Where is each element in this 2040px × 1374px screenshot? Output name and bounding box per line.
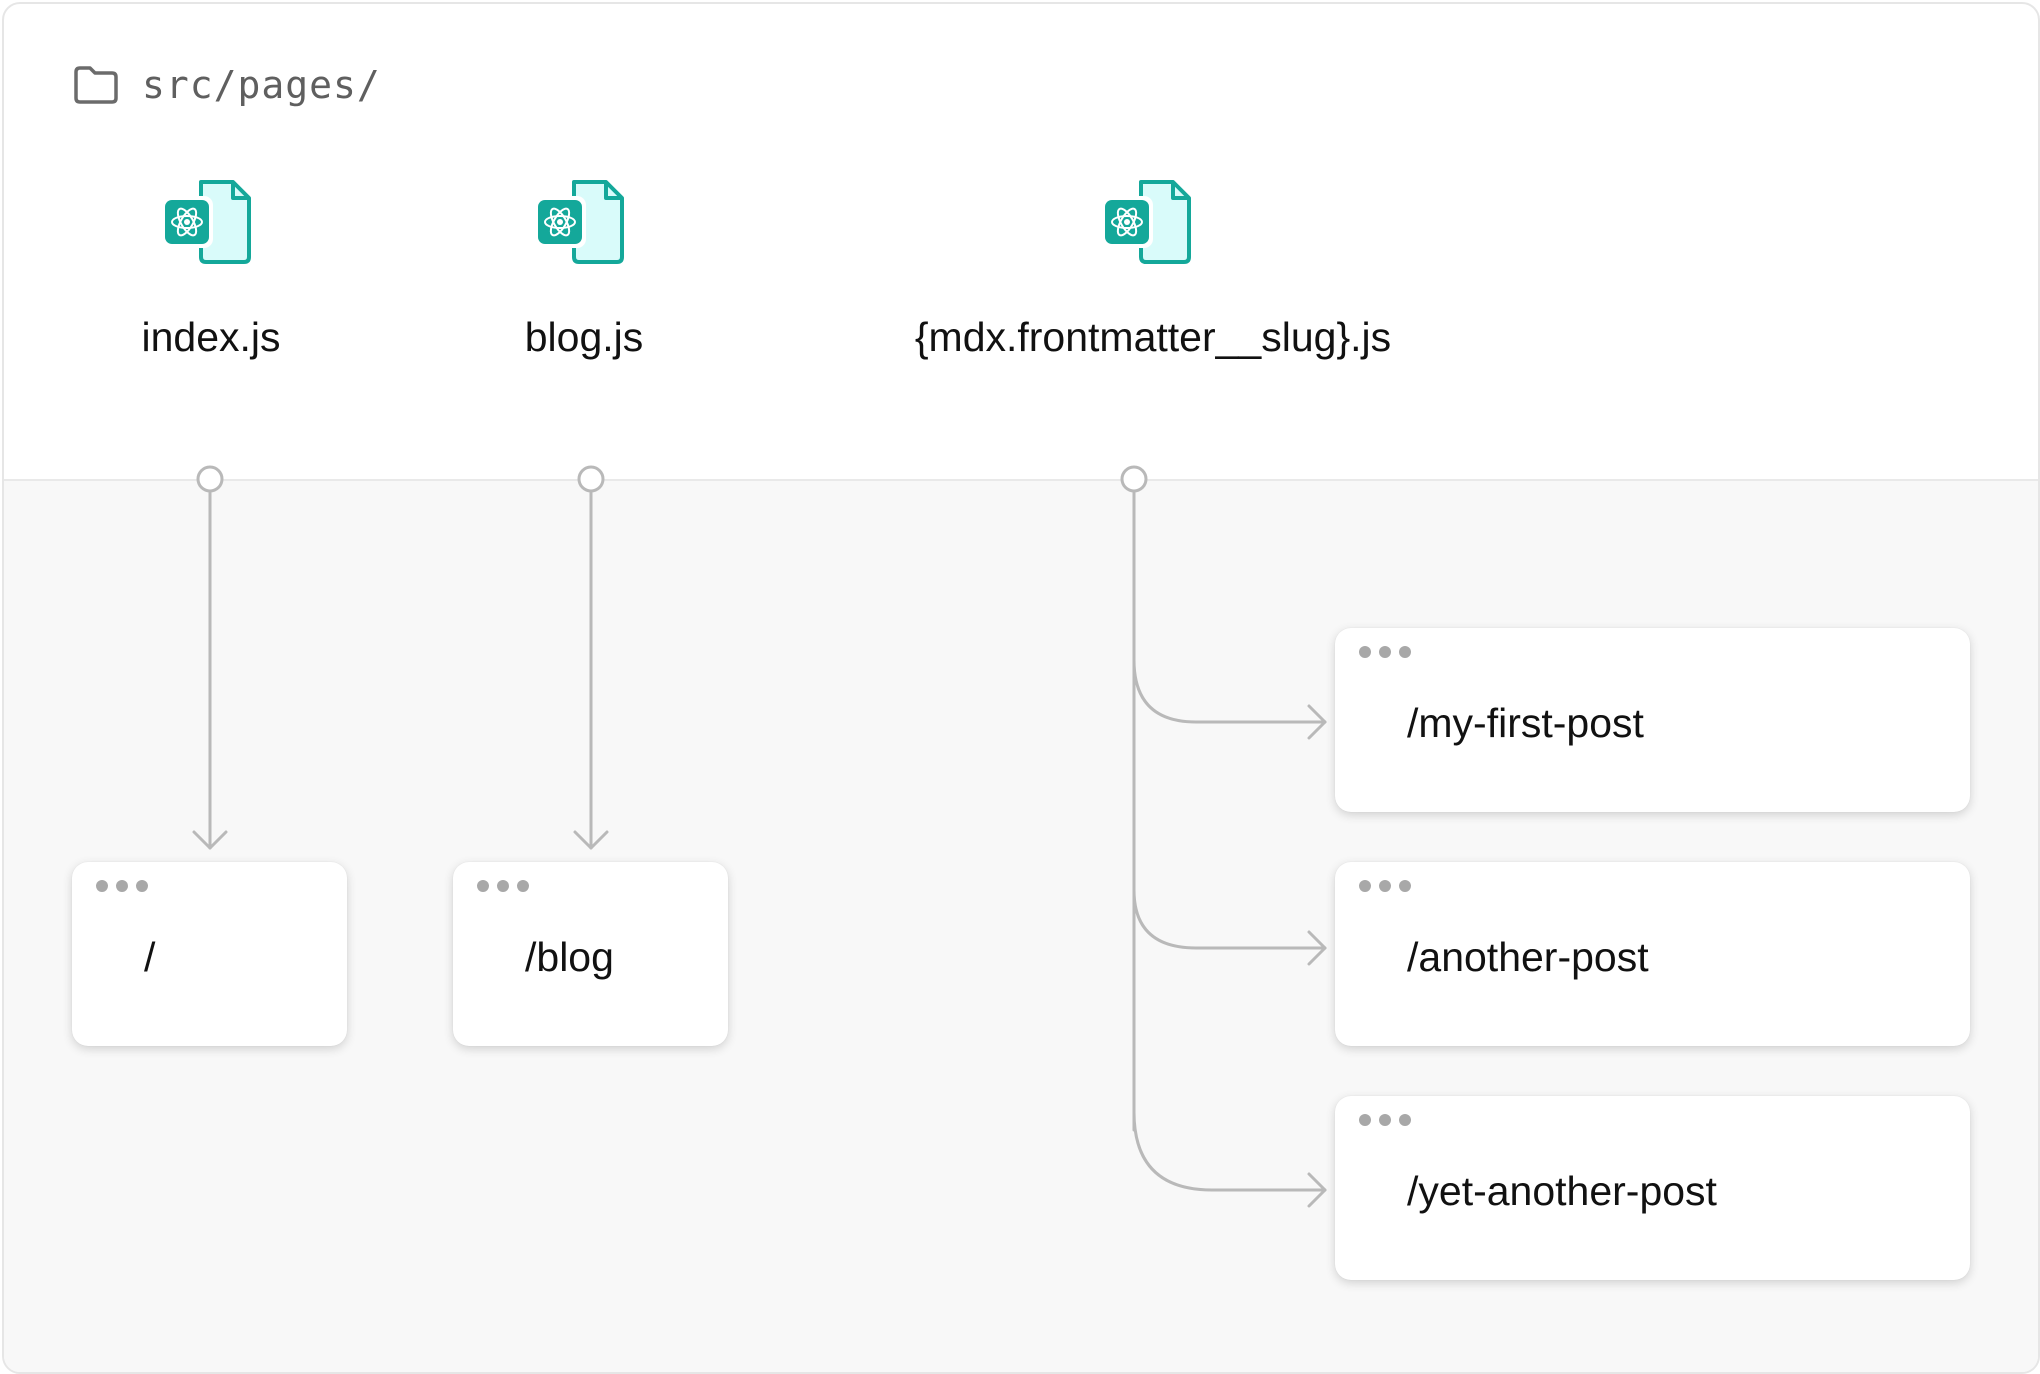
route-card-yet-another-post[interactable]: /yet-another-post [1335,1096,1970,1280]
window-dots [1359,646,1411,658]
window-dots [96,880,148,892]
folder-icon [74,66,118,104]
route-card-another-post[interactable]: /another-post [1335,862,1970,1046]
route-path: /blog [525,934,614,980]
file-name: index.js [141,314,281,360]
connector-blog [573,465,609,850]
connector-slug [1120,465,1327,1208]
folder-path: src/pages/ [142,63,381,107]
route-path: / [144,934,156,980]
folder-header: src/pages/ [72,62,381,108]
route-card-my-first-post[interactable]: /my-first-post [1335,628,1970,812]
route-path: /yet-another-post [1407,1168,1717,1214]
file-name: blog.js [524,314,644,360]
route-card-blog[interactable]: /blog [453,862,728,1046]
window-dots [477,880,529,892]
window-dots [1359,1114,1411,1126]
route-card-root[interactable]: / [72,862,347,1046]
connector-index [192,465,228,850]
file-name: {mdx.frontmatter__slug}.js [914,314,1392,360]
route-path: /another-post [1407,934,1649,980]
route-path: /my-first-post [1407,700,1644,746]
window-dots [1359,880,1411,892]
